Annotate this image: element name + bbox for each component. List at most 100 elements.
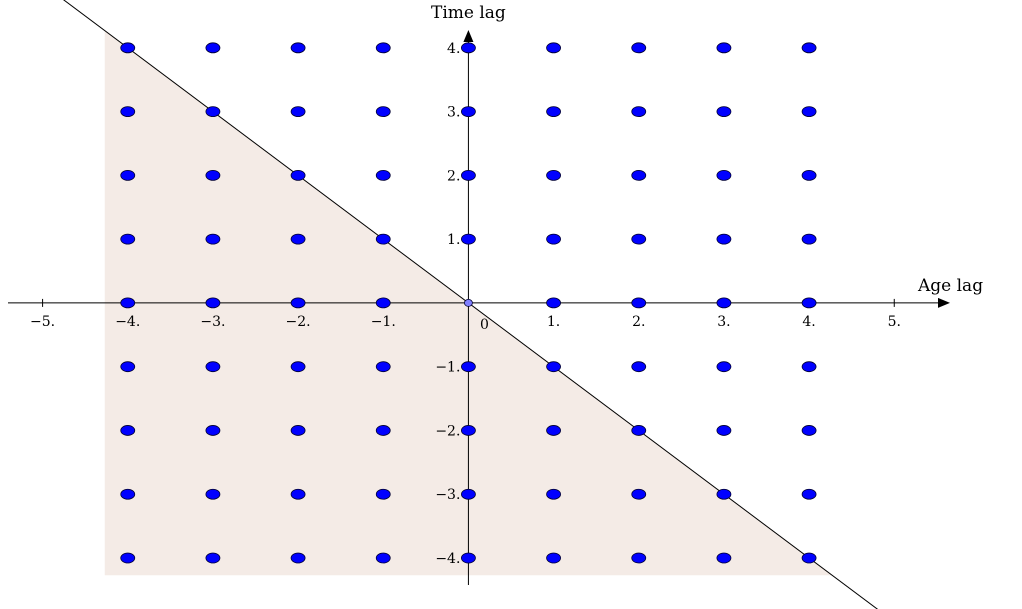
grid-point [716, 233, 732, 245]
grid-point [546, 488, 561, 500]
x-axis-title: Age lag [917, 276, 983, 296]
y-axis-title: Time lag [431, 3, 506, 23]
grid-point [461, 425, 476, 436]
grid-point [801, 425, 817, 436]
x-tick-label: −5. [30, 314, 55, 330]
grid-point [205, 169, 221, 181]
grid-point [375, 42, 391, 54]
grid-point [120, 106, 136, 117]
y-tick-label: −3. [435, 487, 460, 503]
grid-point [375, 169, 391, 181]
grid-point [205, 297, 221, 309]
grid-point [546, 552, 561, 564]
grid-point [716, 488, 732, 500]
grid-point [205, 552, 221, 564]
y-tick-label: −2. [435, 423, 460, 439]
grid-point [205, 361, 221, 373]
grid-point [120, 233, 136, 245]
grid-point [546, 106, 561, 117]
x-tick-label: 4. [802, 314, 815, 330]
grid-point [375, 488, 391, 500]
grid-point [546, 425, 561, 436]
grid-point [375, 297, 391, 309]
grid-point [375, 425, 391, 436]
grid-point [375, 552, 391, 564]
grid-point [461, 488, 476, 500]
grid-point [461, 552, 476, 564]
grid-point [120, 552, 136, 564]
grid-point [716, 552, 732, 564]
grid-point [716, 169, 732, 181]
grid-point [631, 297, 647, 309]
grid-point [290, 488, 306, 500]
grid-point [120, 297, 136, 309]
grid-point [546, 233, 561, 245]
grid-point [631, 552, 647, 564]
grid-point [716, 106, 732, 117]
grid-point [801, 361, 817, 373]
grid-point [716, 42, 732, 54]
grid-point [290, 425, 306, 436]
x-tick-label: −4. [115, 314, 140, 330]
y-tick-label: −1. [435, 360, 460, 376]
grid-point [716, 425, 732, 436]
grid-point [631, 169, 647, 181]
x-tick-label: 2. [632, 314, 645, 330]
grid-point [375, 233, 391, 245]
grid-point [801, 233, 817, 245]
grid-point [546, 361, 561, 373]
grid-point [205, 425, 221, 436]
grid-point [290, 169, 306, 181]
grid-point [716, 297, 732, 309]
grid-point [290, 42, 306, 54]
grid-point [546, 297, 561, 309]
grid-point [120, 361, 136, 373]
x-tick-label: −3. [200, 314, 225, 330]
grid-point [801, 169, 817, 181]
grid-point [801, 488, 817, 500]
grid-point [461, 361, 476, 373]
y-tick-label: 2. [447, 168, 460, 184]
y-tick-label: −4. [435, 551, 460, 567]
grid-point [801, 297, 817, 309]
grid-point [290, 361, 306, 373]
grid-points [120, 42, 817, 564]
grid-point [461, 106, 476, 117]
grid-point [290, 106, 306, 117]
x-tick-label: 1. [547, 314, 560, 330]
grid-point [631, 361, 647, 373]
grid-point [631, 233, 647, 245]
grid-point [801, 42, 817, 54]
y-tick-label: 1. [447, 232, 460, 248]
grid-point [801, 552, 817, 564]
x-tick-label: 5. [888, 314, 901, 330]
grid-point [716, 361, 732, 373]
y-tick-label: 4. [447, 41, 460, 57]
origin-label: 0 [480, 317, 489, 333]
grid-point [120, 169, 136, 181]
x-tick-label: 3. [717, 314, 730, 330]
grid-point [375, 106, 391, 117]
grid-point [120, 425, 136, 436]
grid-point [461, 169, 476, 181]
grid-point [290, 297, 306, 309]
origin-point [464, 299, 473, 307]
grid-point [205, 42, 221, 54]
grid-point [205, 233, 221, 245]
grid-point [546, 169, 561, 181]
grid-point [120, 488, 136, 500]
grid-point [290, 233, 306, 245]
y-tick-label: 3. [447, 105, 460, 121]
grid-point [801, 106, 817, 117]
grid-point [631, 425, 647, 436]
x-tick-label: −2. [286, 314, 311, 330]
grid-point [375, 361, 391, 373]
grid-point [461, 233, 476, 245]
grid-point [546, 42, 561, 54]
x-tick-label: −1. [371, 314, 396, 330]
grid-point [461, 42, 476, 54]
grid-point [120, 42, 136, 54]
grid-point [631, 488, 647, 500]
grid-point [631, 106, 647, 117]
